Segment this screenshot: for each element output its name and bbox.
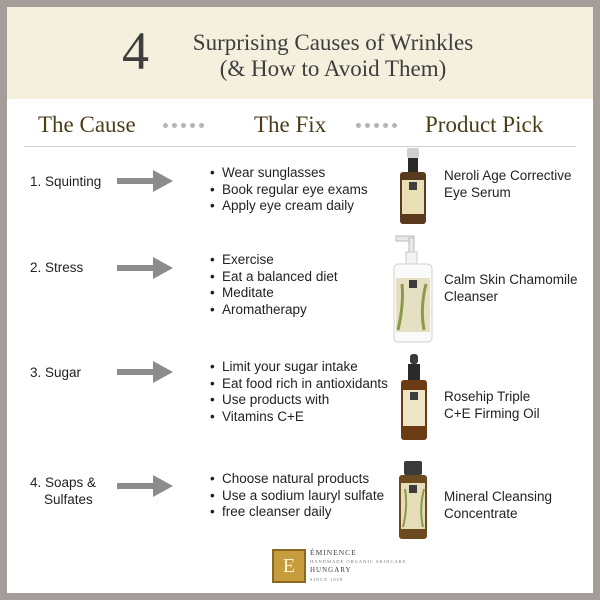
header-number: 4	[122, 21, 149, 81]
cause-2: 2. Stress	[30, 259, 83, 276]
fix-list-2: Exercise Eat a balanced diet Meditate Ar…	[210, 252, 338, 318]
arrow-right-icon	[117, 361, 173, 383]
product-name-4: Mineral Cleansing Concentrate	[444, 489, 552, 522]
cleanser-pump-bottle-image	[393, 235, 433, 343]
header-divider	[24, 146, 576, 147]
fix-list-4: Choose natural products Use a sodium lau…	[210, 471, 384, 521]
fix-item: Limit your sugar intake	[210, 359, 388, 376]
cause-1-line-1: 1. Squinting	[30, 174, 102, 189]
cause-1: 1. Squinting	[30, 173, 101, 190]
dots-separator-2	[356, 123, 397, 128]
cause-4-line-2: Sulfates	[44, 492, 93, 507]
column-header-fix: The Fix	[254, 112, 327, 137]
product-name-line: Eye Serum	[444, 184, 511, 200]
logo-brand-name: ÉMINENCE	[310, 548, 357, 557]
product-name-1: Neroli Age Corrective Eye Serum	[444, 168, 572, 201]
cause-3-line-1: 3. Sugar	[30, 365, 82, 380]
fix-item: free cleanser daily	[210, 504, 384, 521]
cause-4-line-1: 4. Soaps &	[30, 475, 97, 490]
title-line-1: Surprising Causes of Wrinkles	[192, 30, 474, 55]
column-header-product: Product Pick	[425, 112, 544, 137]
fix-item: Eat a balanced diet	[210, 269, 338, 286]
product-name-2: Calm Skin Chamomile Cleanser	[444, 272, 578, 305]
fix-item: Wear sunglasses	[210, 165, 368, 182]
fix-item: Eat food rich in antioxidants	[210, 376, 388, 393]
fix-list-3: Limit your sugar intake Eat food rich in…	[210, 359, 388, 425]
cause-3: 3. Sugar	[30, 364, 81, 381]
logo-emblem: E	[272, 549, 306, 583]
title-line-2: (& How to Avoid Them)	[219, 56, 447, 81]
product-name-line: Calm Skin Chamomile	[444, 272, 578, 287]
cause-2-line-1: 2. Stress	[30, 260, 84, 275]
fix-item: Vitamins C+E	[210, 409, 388, 426]
product-name-line: C+E Firming Oil	[444, 405, 540, 421]
eye-serum-bottle-image	[400, 148, 426, 224]
cause-4: 4. Soaps & Sulfates	[30, 474, 96, 508]
page-title: Surprising Causes of Wrinkles (& How to …	[168, 30, 498, 82]
fix-item: Aromatherapy	[210, 302, 338, 319]
logo-since: SINCE 1958	[310, 577, 344, 582]
fix-item: Apply eye cream daily	[210, 198, 368, 215]
product-name-line: Concentrate	[444, 505, 518, 521]
fix-item: Use a sodium lauryl sulfate	[210, 488, 384, 505]
product-name-line: Rosehip Triple	[444, 389, 531, 404]
arrow-right-icon	[117, 170, 173, 192]
fix-list-1: Wear sunglasses Book regular eye exams A…	[210, 165, 368, 215]
fix-item: Exercise	[210, 252, 338, 269]
column-header-cause: The Cause	[38, 112, 136, 137]
fix-item: Choose natural products	[210, 471, 384, 488]
firming-oil-dropper-bottle-image	[401, 354, 427, 440]
logo-tagline: HANDMADE ORGANIC SKINCARE	[310, 559, 407, 564]
fix-item: Use products with	[210, 392, 388, 409]
arrow-right-icon	[117, 475, 173, 497]
arrow-right-icon	[117, 257, 173, 279]
product-name-line: Mineral Cleansing	[444, 489, 553, 504]
fix-item: Book regular eye exams	[210, 182, 368, 199]
logo-text: ÉMINENCE HANDMADE ORGANIC SKINCARE HUNGA…	[310, 548, 407, 584]
product-name-3: Rosehip Triple C+E Firming Oil	[444, 389, 540, 422]
product-name-line: Neroli Age Corrective	[444, 168, 572, 183]
dots-separator-1	[163, 123, 204, 128]
brand-logo: E ÉMINENCE HANDMADE ORGANIC SKINCARE HUN…	[272, 548, 407, 584]
cleansing-concentrate-bottle-image	[399, 461, 427, 539]
header-banner	[7, 7, 593, 99]
logo-country: HUNGARY	[310, 566, 352, 574]
fix-item: Meditate	[210, 285, 338, 302]
product-name-line: Cleanser	[444, 288, 499, 304]
